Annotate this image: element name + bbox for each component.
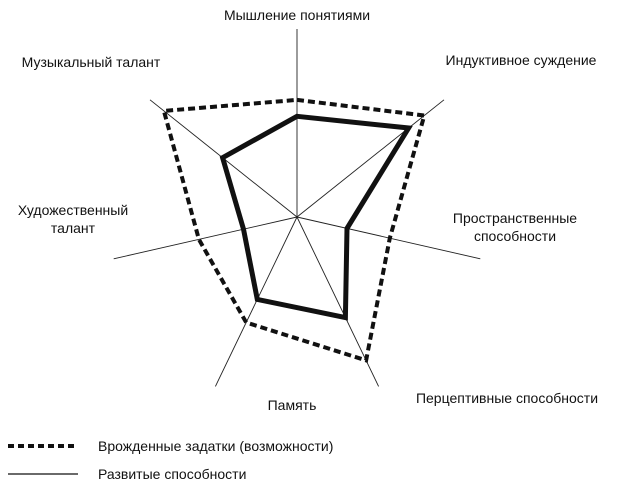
axis-label-5: Память bbox=[268, 397, 317, 413]
axis-label-7: Музыкальный талант bbox=[22, 54, 161, 70]
axis-label-6: Художественный талант bbox=[18, 202, 128, 236]
axis-line-2 bbox=[296, 99, 445, 218]
axis-label-4: Перцептивные способности bbox=[416, 390, 598, 406]
axis-label-line: талант bbox=[51, 220, 96, 236]
axis-line-6 bbox=[113, 216, 298, 260]
axis-label-1: Мышление понятиями bbox=[224, 7, 370, 23]
axis-label-line: Перцептивные способности bbox=[416, 390, 598, 406]
legend-label-developed: Развитые способности bbox=[98, 466, 246, 482]
axis-label-3: Пространственные способности bbox=[453, 210, 577, 244]
axis-label-line: Мышление понятиями bbox=[224, 7, 370, 23]
legend-label-innate: Врожденные задатки (возможности) bbox=[98, 438, 333, 454]
axis-label-line: Художественный bbox=[18, 202, 128, 218]
series-polygon-innate bbox=[161, 97, 427, 363]
axis-label-line: Память bbox=[268, 397, 317, 413]
axis-label-line: Пространственные bbox=[453, 210, 577, 226]
axis-label-2: Индуктивное суждение bbox=[446, 52, 597, 68]
axis-label-line: способности bbox=[474, 228, 556, 244]
legend: Врожденные задатки (возможности) Развиты… bbox=[8, 438, 333, 482]
series-polygons bbox=[161, 97, 427, 363]
axis-label-line: Индуктивное суждение bbox=[446, 52, 597, 68]
series-polygon-developed bbox=[219, 113, 413, 321]
axis-label-line: Музыкальный талант bbox=[22, 54, 161, 70]
axis-lines bbox=[113, 29, 481, 387]
